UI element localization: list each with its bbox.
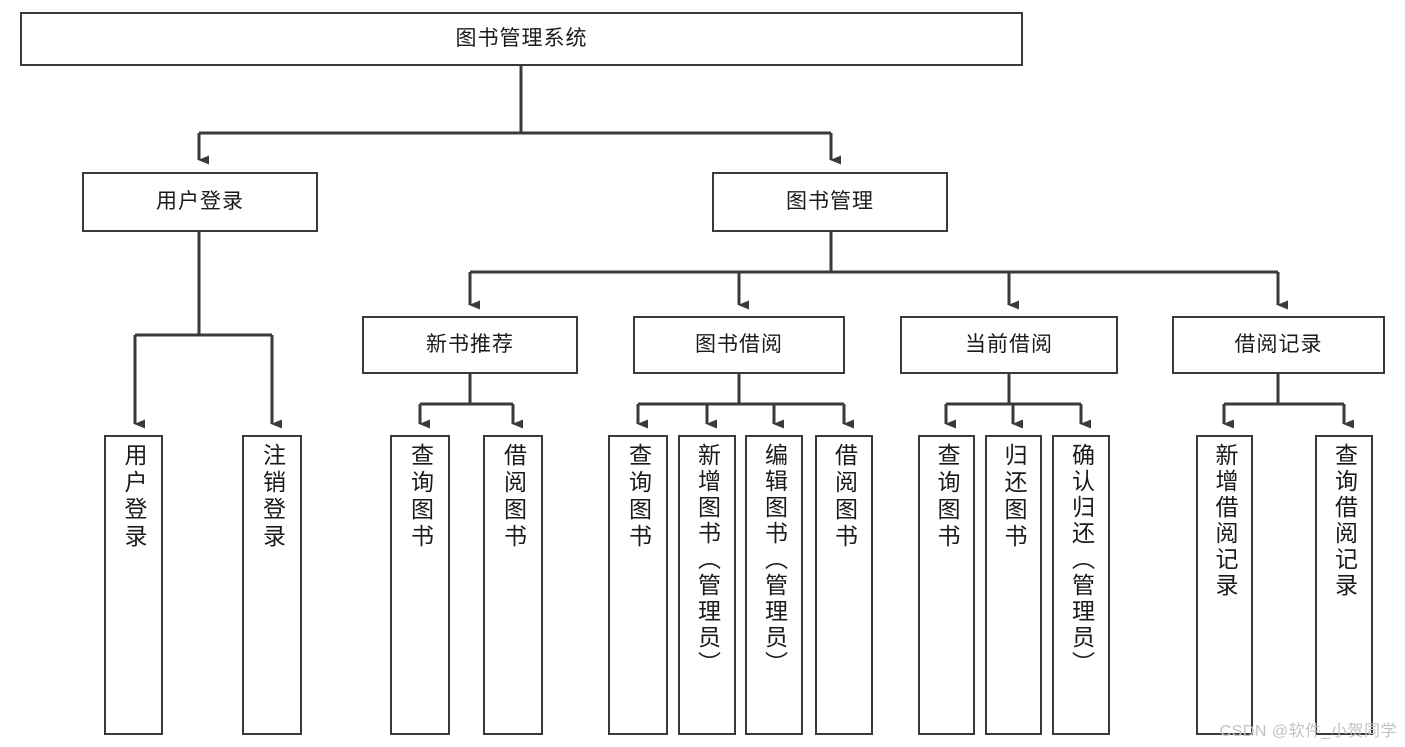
node-book-borrow[interactable]: 图书借阅 [633,316,845,374]
leaf-borrow-book-new[interactable]: 借阅图书 [483,435,543,735]
leaf-logout-login[interactable]: 注销登录 [242,435,302,735]
leaf-query-borrow-record[interactable]: 查询借阅记录 [1315,435,1373,735]
leaf-query-book-borrow[interactable]: 查询图书 [608,435,668,735]
node-current-borrow-label: 当前借阅 [965,332,1053,356]
leaf-edit-book-admin-label: 编辑图书（管理员） [761,443,788,677]
node-book-management[interactable]: 图书管理 [712,172,948,232]
leaf-add-book-admin-label: 新增图书（管理员） [694,443,721,677]
leaf-add-book-admin[interactable]: 新增图书（管理员） [678,435,736,735]
leaf-return-book-label: 归还图书 [1001,443,1027,551]
leaf-logout-login-label: 注销登录 [259,443,286,551]
node-book-management-label: 图书管理 [786,189,874,213]
leaf-query-book-current-label: 查询图书 [934,443,960,551]
leaf-query-book-current[interactable]: 查询图书 [918,435,975,735]
node-current-borrow[interactable]: 当前借阅 [900,316,1118,374]
leaf-query-book-borrow-label: 查询图书 [625,443,652,551]
leaf-return-book[interactable]: 归还图书 [985,435,1042,735]
node-borrow-record[interactable]: 借阅记录 [1172,316,1385,374]
leaf-borrow-book[interactable]: 借阅图书 [815,435,873,735]
node-new-book-recommend-label: 新书推荐 [426,332,514,356]
leaf-user-login[interactable]: 用户登录 [104,435,163,735]
leaf-confirm-return-admin-label: 确认归还（管理员） [1068,443,1095,677]
leaf-user-login-label: 用户登录 [121,443,147,551]
node-user-login[interactable]: 用户登录 [82,172,318,232]
leaf-add-borrow-record[interactable]: 新增借阅记录 [1196,435,1253,735]
node-book-borrow-label: 图书借阅 [695,332,783,356]
node-user-login-label: 用户登录 [156,189,244,213]
leaf-query-book-new-label: 查询图书 [407,443,434,551]
node-new-book-recommend[interactable]: 新书推荐 [362,316,578,374]
leaf-add-borrow-record-label: 新增借阅记录 [1212,443,1238,599]
leaf-confirm-return-admin[interactable]: 确认归还（管理员） [1052,435,1110,735]
leaf-query-borrow-record-label: 查询借阅记录 [1331,443,1358,599]
leaf-borrow-book-new-label: 借阅图书 [500,443,527,551]
leaf-edit-book-admin[interactable]: 编辑图书（管理员） [745,435,803,735]
node-root-system-label: 图书管理系统 [455,26,588,50]
csdn-watermark: CSDN @软件_小贺同学 [1219,723,1397,740]
leaf-query-book-new[interactable]: 查询图书 [390,435,450,735]
node-root-system[interactable]: 图书管理系统 [20,12,1023,66]
leaf-borrow-book-label: 借阅图书 [831,443,858,551]
node-borrow-record-label: 借阅记录 [1234,332,1323,356]
